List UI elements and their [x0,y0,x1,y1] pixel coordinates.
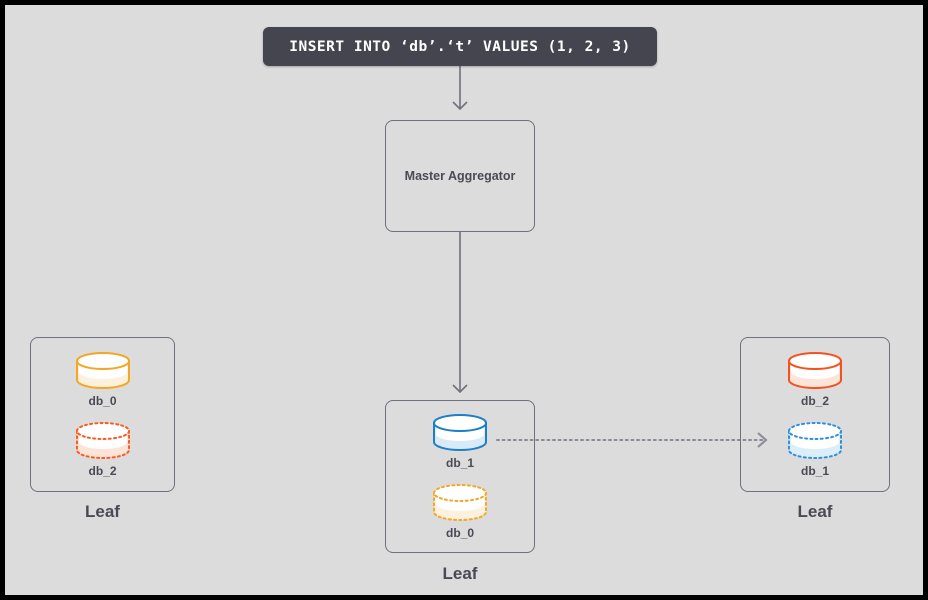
leaf-node-left: db_0 db_2 [30,337,175,492]
arrowhead-down-icon [452,101,468,111]
cylinder-top [433,414,487,432]
cylinder-top [788,352,842,370]
leaf-caption: Leaf [85,502,120,521]
database-item: db_0 [75,351,131,408]
leaf-caption: Leaf [797,502,833,521]
master-aggregator-node: Master Aggregator [385,120,535,232]
database-cylinder-replica-icon [75,422,130,459]
sql-query-text: INSERT INTO ‘db’.‘t’ VALUES (1, 2, 3) [289,38,631,55]
master-aggregator-label: Master Aggregator [404,169,516,183]
leaf-node-center: db_1 db_0 [385,400,535,553]
database-cylinder-icon [433,414,487,451]
database-name: db_1 [800,464,829,478]
cylinder-top [788,422,842,440]
database-name: db_0 [445,526,474,540]
database-item: db_2 [75,421,131,478]
sql-query-box: INSERT INTO ‘db’.‘t’ VALUES (1, 2, 3) [263,27,657,66]
cylinder-top [75,352,130,370]
database-cylinder-icon [788,352,842,389]
database-item: db_0 [432,483,488,540]
database-item: db_2 [787,351,843,408]
arrow-replication-db1 [496,432,768,448]
arrow-aggregator-to-leaf [452,232,468,394]
database-cylinder-replica-icon [788,422,842,459]
database-cylinder-replica-icon [433,484,487,521]
database-name: db_0 [88,394,117,408]
database-item: db_1 [432,413,488,470]
database-name: db_2 [88,464,117,478]
leaf-node-right: db_2 db_1 [740,337,890,492]
database-name: db_2 [800,394,829,408]
database-cylinder-icon [75,352,130,389]
cylinder-top [75,422,130,440]
cylinder-top [433,484,487,502]
arrowhead-down-icon [452,384,468,394]
database-item: db_1 [787,421,843,478]
database-name: db_1 [445,456,474,470]
arrow-query-to-aggregator [452,66,468,111]
diagram-stage: INSERT INTO ‘db’.‘t’ VALUES (1, 2, 3) Ma… [5,5,923,595]
leaf-caption: Leaf [442,564,478,583]
